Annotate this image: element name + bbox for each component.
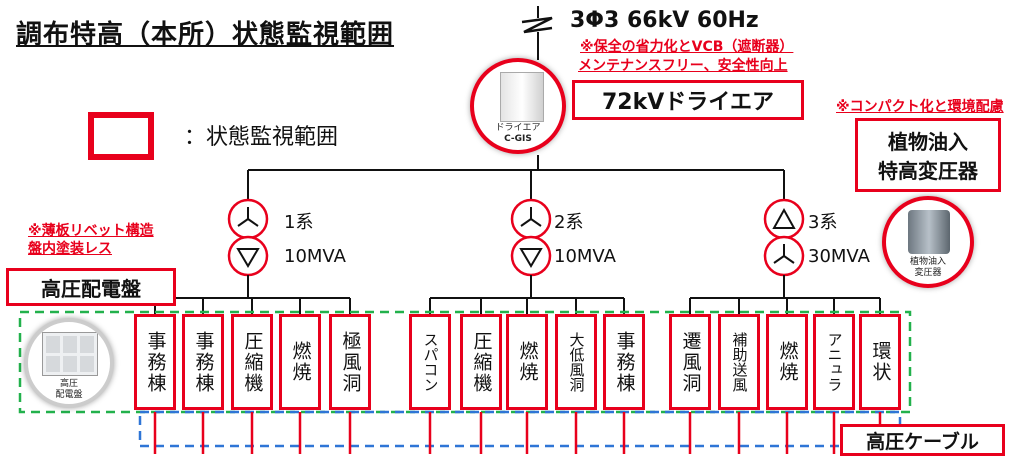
feeder-box: 圧縮機: [460, 314, 502, 410]
transformer-label-line2: 特高変圧器: [878, 159, 978, 183]
page-title: 調布特高（本所）状態監視範囲: [16, 20, 395, 50]
system-3-name: 3系: [808, 212, 838, 233]
transformer-label-line1: 植物油入: [888, 130, 968, 154]
cable-label-box: 高圧ケーブル: [840, 424, 1005, 456]
panel-caption-2: 配電盤: [55, 390, 83, 400]
feeder-box: 極風洞: [329, 314, 371, 410]
panel-label-box: 高圧配電盤: [6, 268, 176, 306]
gis-note-line1: ※保全の省力化とVCB（遮断器）: [580, 39, 794, 55]
system-2-name: 2系: [554, 212, 584, 233]
feeder-box: 圧縮機: [231, 314, 273, 410]
transformer-caption-2: 変圧器: [914, 268, 942, 278]
transformer-note: ※コンパクト化と環境配慮: [836, 99, 1004, 115]
incoming-line-icon: [521, 16, 553, 34]
gis-caption-2: C-GIS: [504, 134, 532, 144]
gis-cabinet-icon: [500, 72, 544, 122]
system-2-capacity: 10MVA: [554, 246, 616, 267]
feeder-box: 環状: [859, 314, 901, 410]
feeder-box: 事務棟: [134, 314, 176, 410]
feeder-box: 燃焼: [279, 314, 321, 410]
transformer-label-box: 植物油入 特高変圧器: [855, 118, 1001, 192]
system-3-capacity: 30MVA: [808, 246, 870, 267]
panel-image: 高圧 配電盤: [24, 318, 114, 408]
transformer-image: 植物油入 変圧器: [882, 196, 974, 288]
feeder-box: 大低風洞: [555, 314, 597, 410]
panel-note-line2: 盤内塗装レス: [28, 241, 112, 257]
transformer-1-symbol: [227, 198, 269, 277]
feeder-box: 遷風洞: [669, 314, 711, 410]
feeder-box: 補助送風: [718, 314, 760, 410]
system-1-name: 1系: [284, 212, 314, 233]
feeder-box: 事務棟: [603, 314, 645, 410]
source-voltage-label: 3Φ3 66kV 60Hz: [570, 8, 759, 33]
transformer-caption-1: 植物油入: [909, 257, 946, 267]
feeder-box: 事務棟: [182, 314, 224, 410]
gis-note-line2: メンテナンスフリー、安全性向上: [578, 58, 788, 74]
system-1-capacity: 10MVA: [284, 246, 346, 267]
feeder-box: スパコン: [409, 314, 451, 410]
transformer-2-symbol: [510, 198, 552, 277]
feeder-box: 燃焼: [506, 314, 548, 410]
transformer-3-symbol: [763, 198, 805, 277]
feeder-box: アニュラ: [813, 314, 855, 410]
feeder-box: 燃焼: [766, 314, 808, 410]
panel-note-line1: ※薄板リベット構造: [28, 223, 154, 239]
panel-caption-1: 高圧: [59, 379, 78, 389]
panel-cabinet-icon: [42, 332, 98, 376]
gis-image: ドライエア C-GIS: [470, 58, 566, 154]
legend-text: ：状態監視範囲: [184, 125, 339, 150]
cable-range-boundary: [138, 410, 902, 448]
gis-caption-1: ドライエア: [495, 123, 541, 133]
gis-label-box: 72kVドライエア: [572, 80, 804, 120]
transformer-unit-icon: [908, 210, 950, 254]
legend-swatch: [88, 112, 154, 160]
